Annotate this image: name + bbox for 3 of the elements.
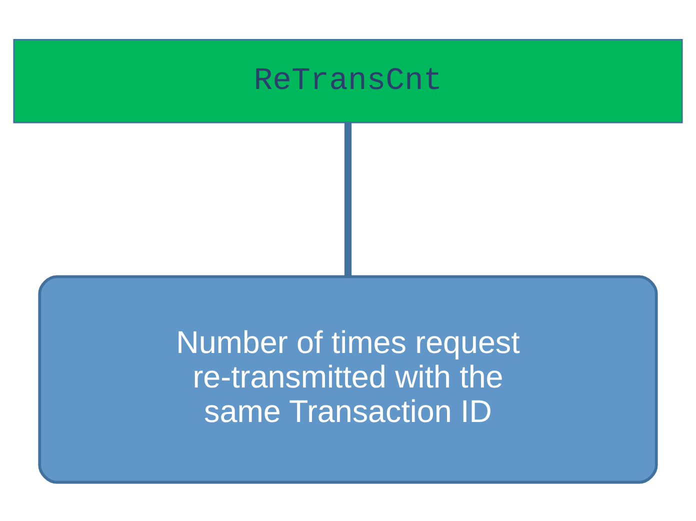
connector xyxy=(344,122,352,276)
node-box: ReTransCnt xyxy=(13,38,683,123)
node-box: Number of times request re-transmitted with the same Transaction ID xyxy=(38,274,658,484)
